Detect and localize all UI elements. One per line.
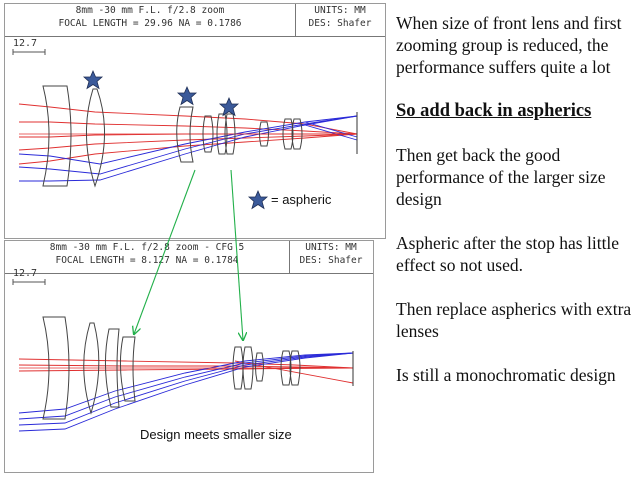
legend-star-icon <box>247 189 269 210</box>
note-6: Is still a monochromatic design <box>396 365 616 385</box>
note-1: When size of front lens and first zoomin… <box>396 13 622 77</box>
aspheric-star-icon-2 <box>176 85 198 106</box>
bottom-designer: DES: Shafer <box>299 255 363 266</box>
notes-column: When size of front lens and first zoomin… <box>396 12 634 408</box>
bottom-title-right: UNITS: MM DES: Shafer <box>289 241 373 273</box>
top-title-right: UNITS: MM DES: Shafer <box>295 4 385 36</box>
top-lenses <box>42 85 303 188</box>
top-blue-rays <box>18 115 358 182</box>
note-3: Then get back the good performance of th… <box>396 145 606 209</box>
aspheric-legend-label: = aspheric <box>271 192 332 207</box>
aspheric-star-icon-1 <box>82 69 104 90</box>
bottom-caption: Design meets smaller size <box>140 427 292 442</box>
top-scale-bar <box>12 49 46 55</box>
bottom-lens-diagram: 8mm -30 mm F.L. f/2.8 zoom - CFG 5 FOCAL… <box>4 240 374 473</box>
arrow-line-1 <box>134 169 196 334</box>
top-title-line1: 8mm -30 mm F.L. f/2.8 zoom <box>75 5 225 16</box>
bottom-optics-drawing <box>12 279 354 432</box>
top-designer: DES: Shafer <box>308 18 372 29</box>
top-lens-diagram: 8mm -30 mm F.L. f/2.8 zoom FOCAL LENGTH … <box>4 3 386 239</box>
top-title-left: 8mm -30 mm F.L. f/2.8 zoom FOCAL LENGTH … <box>5 4 296 36</box>
note-5: Then replace aspherics with extra lenses <box>396 299 632 341</box>
bottom-scale-bar <box>12 279 46 285</box>
note-2-heading: So add back in aspherics <box>396 101 592 121</box>
top-title-block: 8mm -30 mm F.L. f/2.8 zoom FOCAL LENGTH … <box>5 4 385 37</box>
bottom-units: UNITS: MM <box>305 242 357 253</box>
aspheric-star-icon-3 <box>218 96 240 117</box>
bottom-lenses <box>42 316 301 420</box>
top-optics-drawing <box>12 49 358 210</box>
bottom-title-line1: 8mm -30 mm F.L. f/2.8 zoom - CFG 5 <box>49 242 245 253</box>
top-units: UNITS: MM <box>314 5 366 16</box>
bottom-title-line2: FOCAL LENGTH = 8.127 NA = 0.1784 <box>55 255 239 266</box>
arrow-line-2 <box>230 169 243 340</box>
bottom-scale-label: 12.7 <box>13 268 38 279</box>
bottom-title-left: 8mm -30 mm F.L. f/2.8 zoom - CFG 5 FOCAL… <box>5 241 290 273</box>
top-title-line2: FOCAL LENGTH = 29.96 NA = 0.1786 <box>58 18 242 29</box>
note-4: Aspheric after the stop has little effec… <box>396 233 620 275</box>
top-scale-label: 12.7 <box>13 38 38 49</box>
bottom-title-block: 8mm -30 mm F.L. f/2.8 zoom - CFG 5 FOCAL… <box>5 241 373 274</box>
